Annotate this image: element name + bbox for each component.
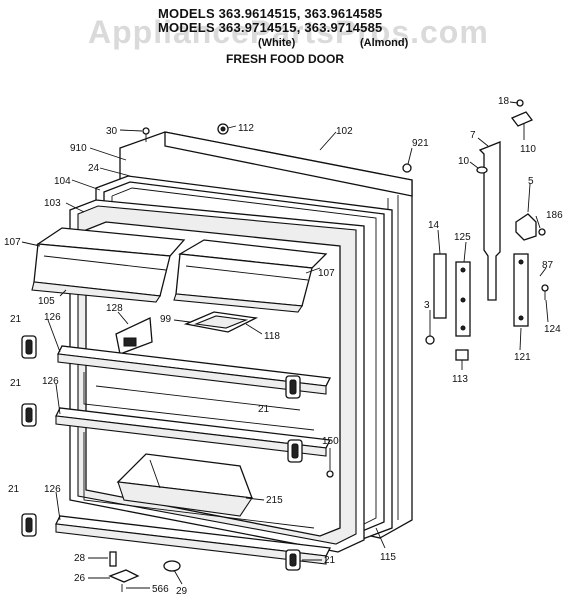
callout-128: 128 bbox=[106, 303, 123, 314]
callout-124: 124 bbox=[544, 324, 561, 335]
callout-103: 103 bbox=[44, 198, 61, 209]
callout-110: 110 bbox=[520, 144, 536, 155]
callout-105: 105 bbox=[38, 296, 55, 307]
callout-113: 113 bbox=[452, 374, 468, 385]
callout-87: 87 bbox=[542, 260, 554, 271]
color-almond-label: (Almond) bbox=[360, 37, 409, 49]
callout-21-b: 21 bbox=[10, 378, 22, 389]
callout-115: 115 bbox=[380, 552, 396, 563]
callout-126-b: 126 bbox=[42, 376, 59, 387]
callout-102: 102 bbox=[336, 126, 353, 137]
callout-26: 26 bbox=[74, 573, 86, 584]
callout-910: 910 bbox=[70, 143, 87, 154]
door-stop-strips bbox=[433, 253, 529, 337]
callout-121: 121 bbox=[514, 352, 531, 363]
callout-126-c: 126 bbox=[44, 484, 61, 495]
diagram-subtitle: FRESH FOOD DOOR bbox=[226, 52, 345, 66]
callout-10: 10 bbox=[458, 156, 470, 167]
callout-107-left: 107 bbox=[4, 237, 21, 248]
callout-21-a: 21 bbox=[10, 314, 22, 325]
callout-21-c: 21 bbox=[258, 404, 270, 415]
door-bin bbox=[116, 453, 253, 517]
callout-3: 3 bbox=[424, 300, 430, 311]
shelf-bar-2 bbox=[55, 407, 331, 457]
dairy-door-right bbox=[173, 239, 328, 313]
callout-104: 104 bbox=[54, 176, 71, 187]
hinge-block bbox=[515, 213, 537, 241]
hinge-arm bbox=[478, 141, 501, 301]
callout-30: 30 bbox=[106, 126, 118, 137]
callout-29: 29 bbox=[176, 586, 188, 597]
callout-118: 118 bbox=[264, 331, 280, 342]
callout-150: 150 bbox=[322, 436, 339, 447]
callout-566: 566 bbox=[152, 584, 169, 595]
callout-14: 14 bbox=[428, 220, 440, 231]
egg-tray bbox=[183, 311, 259, 333]
callout-186: 186 bbox=[546, 210, 563, 221]
shelf-end-caps bbox=[21, 335, 303, 571]
callout-labels: 18 30 112 102 921 7 910 24 10 110 104 5 … bbox=[4, 96, 563, 597]
hinge-cap bbox=[510, 111, 534, 127]
models-line-1: MODELS 363.9614515, 363.9614585 bbox=[158, 6, 383, 21]
dairy-hinge bbox=[115, 317, 153, 355]
callout-24: 24 bbox=[88, 163, 100, 174]
leader-lines bbox=[21, 101, 549, 589]
callout-99: 99 bbox=[160, 314, 172, 325]
callout-125: 125 bbox=[454, 232, 471, 243]
models-line-2: MODELS 363.9714515, 363.9714585 bbox=[158, 20, 383, 35]
callout-921: 921 bbox=[412, 138, 429, 149]
shelf-bar-1 bbox=[57, 345, 331, 395]
color-white-label: (White) bbox=[258, 37, 296, 49]
callout-126-a: 126 bbox=[44, 312, 61, 323]
callout-215: 215 bbox=[266, 495, 283, 506]
dairy-door-left bbox=[31, 227, 186, 303]
callout-21-e: 21 bbox=[324, 555, 336, 566]
door-shelf-recesses bbox=[83, 372, 315, 529]
callout-7: 7 bbox=[470, 130, 476, 141]
shelf-bar-3 bbox=[55, 515, 331, 565]
callout-28: 28 bbox=[74, 553, 86, 564]
callout-5: 5 bbox=[528, 176, 534, 187]
callout-18: 18 bbox=[498, 96, 510, 107]
callout-112: 112 bbox=[238, 123, 254, 134]
callout-21-d: 21 bbox=[8, 484, 20, 495]
callout-107-right: 107 bbox=[318, 268, 335, 279]
